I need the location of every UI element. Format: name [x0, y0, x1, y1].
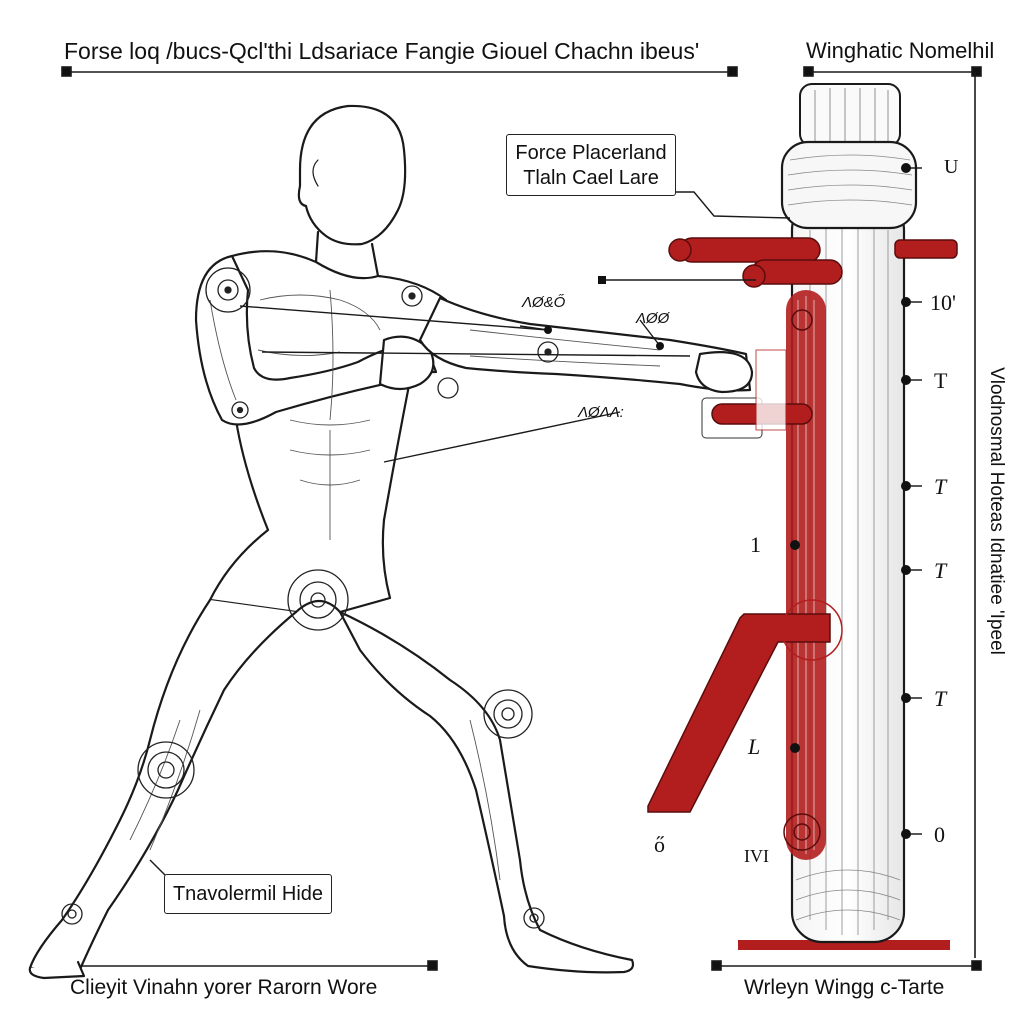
joint-markers [61, 267, 559, 929]
right-tick-7: 0 [934, 822, 945, 847]
right-tick-2: 10' [930, 290, 956, 315]
footer-left-label: Clieyit Vinahn yorer Rarorn Wore [70, 976, 378, 999]
bottom-right-dimension-line [711, 960, 982, 971]
right-tick-3: T [934, 368, 948, 393]
dummy-upper-arm-right [894, 239, 958, 259]
annotation-elbow-line: ΛØΛΛ: [578, 404, 624, 421]
dummy-middle-arm [751, 259, 843, 285]
dummy-leg [647, 613, 831, 813]
right-tick-1: U [944, 156, 959, 178]
left-tick-1: 1 [750, 532, 761, 557]
top-left-dimension-line [61, 66, 738, 77]
top-right-dimension-line [803, 66, 982, 77]
right-tick-4: T [934, 474, 947, 499]
callout-force-box: Force Placerland Tlaln Cael Lare [506, 134, 676, 196]
diagram-title-left: Forse loq /bucs-Qcl'thi Ldsariace Fangie… [64, 38, 700, 64]
right-tick-5: T [934, 558, 947, 583]
force-vectors [239, 279, 756, 463]
figure-hips [208, 518, 392, 614]
figure-torso [222, 250, 448, 562]
dummy-upper-arm-left [679, 237, 821, 263]
right-tick-6: T [934, 686, 947, 711]
left-tick-3: ő [654, 832, 665, 857]
callout-force-line2: Tlaln Cael Lare [523, 167, 659, 189]
dummy-base [738, 940, 950, 950]
callout-force-line1: Force Placerland [515, 142, 667, 164]
left-tick-4: IVI [744, 846, 769, 866]
vertical-scale-label: Vlodnosmal Hoteas Idnatiee 'Ipeel [986, 367, 1007, 655]
bottom-left-dimension-line [62, 960, 438, 971]
annotation-arm-top: ΛØ&Ő [522, 294, 566, 311]
human-figure [28, 104, 754, 980]
anatomy-detail-lines [129, 289, 661, 881]
annotation-wrist: ΛØØ [636, 310, 670, 327]
figure-front-leg [338, 610, 635, 974]
figure-head [297, 104, 407, 246]
figure-rear-arm [194, 254, 438, 426]
diagram-title-right: Winghatic Nomelhil [806, 38, 995, 63]
callout-lower-box: Tnavolermil Hide [164, 874, 332, 914]
left-tick-2: L [748, 734, 761, 759]
wooden-dummy [647, 83, 958, 950]
footer-right-label: Wrleyn Wingg c-Tarte [744, 976, 945, 999]
